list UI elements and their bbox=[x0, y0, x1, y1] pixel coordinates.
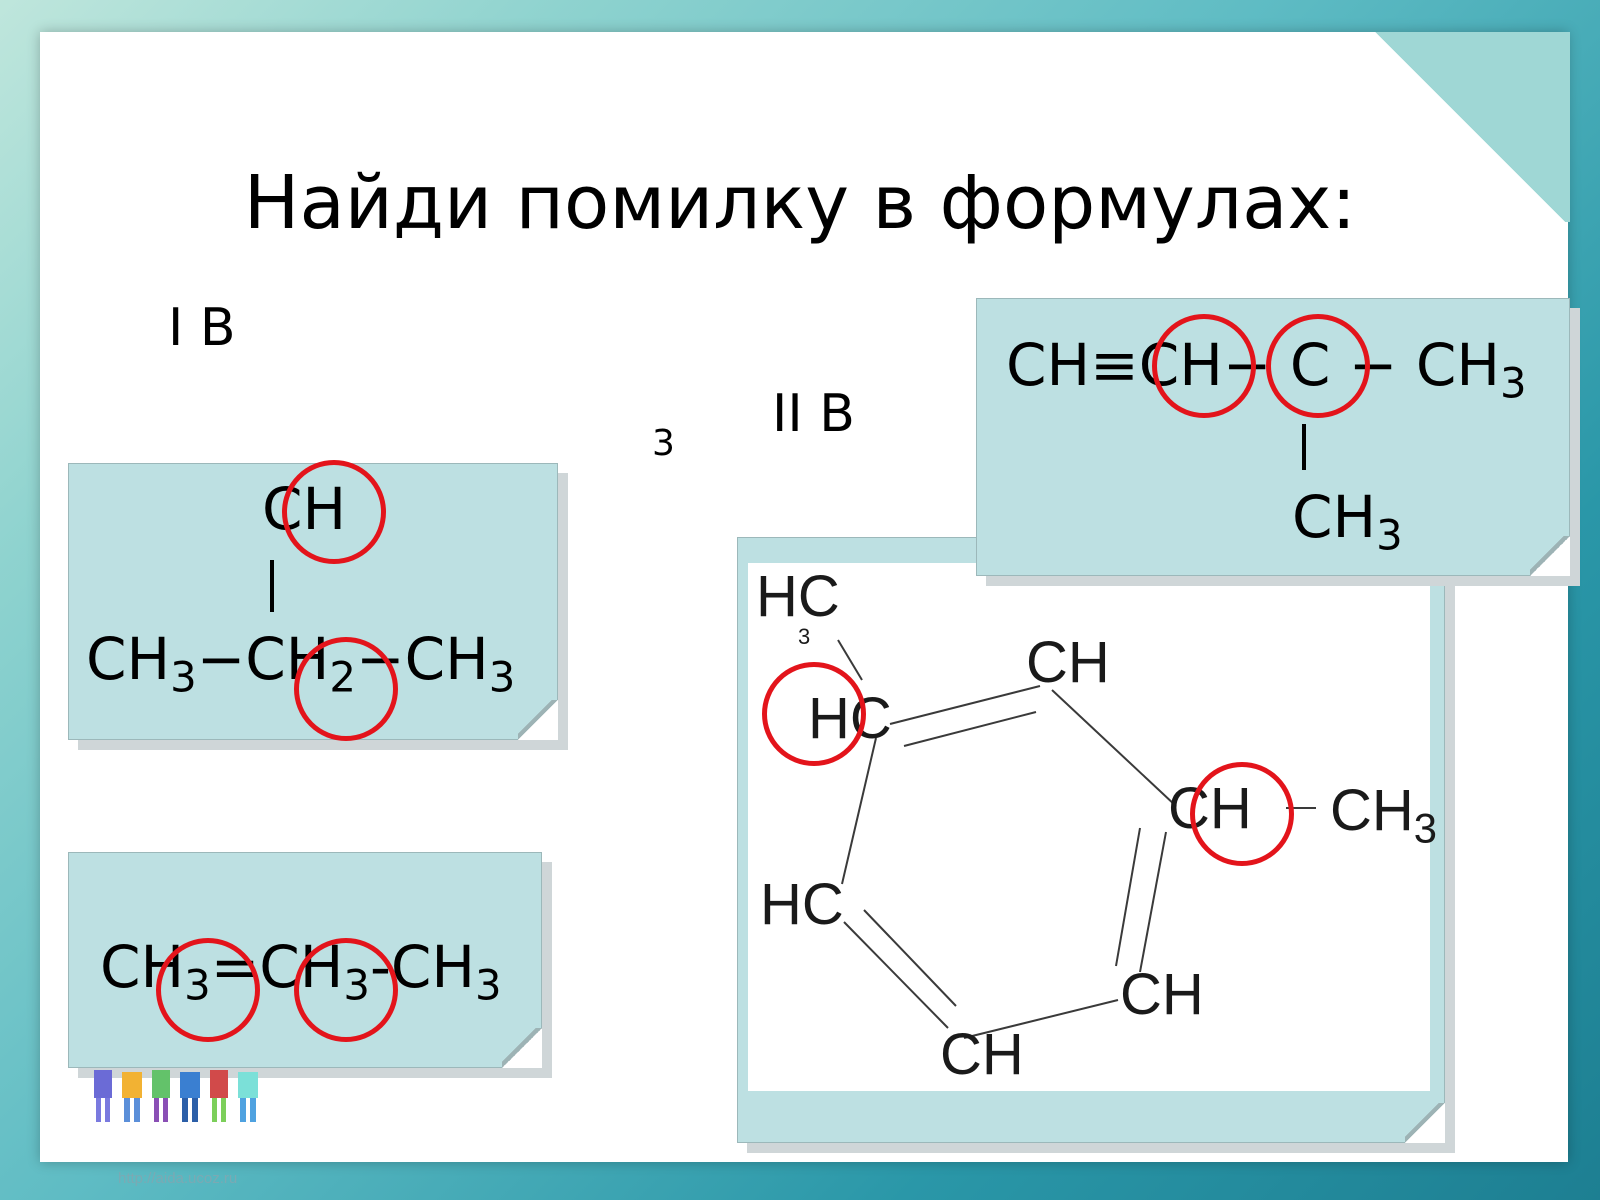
double-bond-line bbox=[843, 921, 949, 1029]
atom-methyl-top: HC bbox=[756, 564, 840, 629]
formula-1-branch-bond bbox=[270, 560, 274, 612]
card-fold bbox=[518, 700, 558, 740]
double-bond-line bbox=[1115, 827, 1141, 967]
error-circle bbox=[294, 637, 398, 741]
error-circle bbox=[294, 938, 398, 1042]
double-bond-line bbox=[863, 909, 957, 1007]
formula-3-chain: CH≡CH− C − CH3 bbox=[1006, 331, 1527, 408]
children-figures bbox=[94, 1070, 258, 1122]
variant-2-label: II В bbox=[772, 384, 855, 444]
stray-digit: 3 bbox=[652, 423, 675, 464]
formula-3-branch: CH3 bbox=[1292, 483, 1403, 560]
atom-methyl-top-subscript: 3 bbox=[798, 624, 811, 649]
slide-page-fold bbox=[1370, 32, 1570, 222]
atom-ch-bottom-right: CH bbox=[1120, 962, 1204, 1027]
children-clipart bbox=[94, 1070, 258, 1122]
formula-3-branch-bond bbox=[1302, 424, 1306, 470]
double-bond-line bbox=[889, 685, 1041, 725]
error-circle bbox=[1152, 314, 1256, 418]
error-circle bbox=[762, 662, 866, 766]
methyl-bond bbox=[837, 639, 863, 681]
atom-methyl-right: CH3 bbox=[1330, 778, 1438, 852]
atom-ch-bottom: CH bbox=[940, 1022, 1024, 1087]
error-circle bbox=[1190, 762, 1294, 866]
card-fold bbox=[1530, 536, 1570, 576]
double-bond-line bbox=[903, 711, 1037, 747]
error-circle bbox=[156, 938, 260, 1042]
card-fold bbox=[502, 1028, 542, 1068]
slide-title: Найди помилку в формулах: bbox=[243, 160, 1357, 246]
card-fold bbox=[1405, 1103, 1445, 1143]
single-bond bbox=[1051, 689, 1177, 807]
footer-url: http://aida.ucoz.ru bbox=[118, 1170, 238, 1187]
variant-1-label: I В bbox=[168, 298, 236, 358]
single-bond bbox=[841, 737, 877, 885]
error-circle bbox=[1266, 314, 1370, 418]
error-circle bbox=[282, 460, 386, 564]
double-bond-line bbox=[1139, 831, 1167, 973]
atom-ch-top: CH bbox=[1026, 630, 1110, 695]
atom-hc-2: HC bbox=[760, 872, 844, 937]
single-bond bbox=[963, 999, 1119, 1039]
ring-structure-panel bbox=[748, 563, 1430, 1091]
